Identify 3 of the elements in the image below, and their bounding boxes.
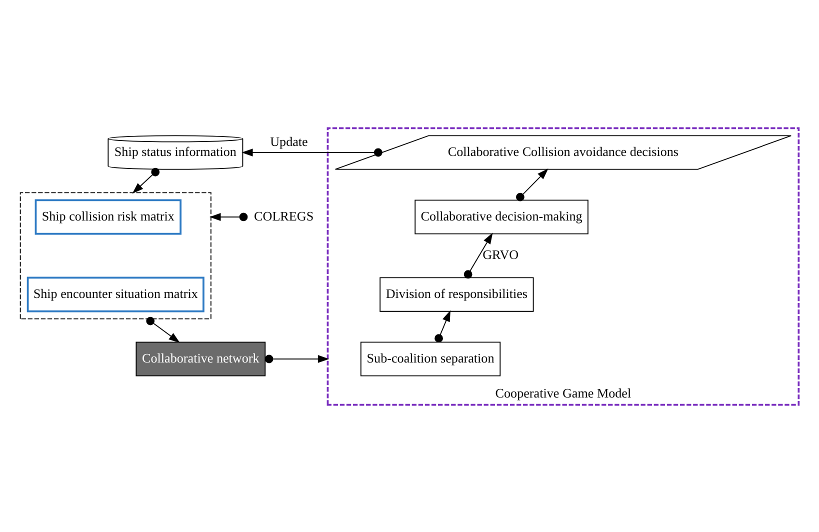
edge-label: GRVO — [482, 246, 519, 262]
edge-label: Update — [270, 134, 308, 149]
node-text: COLREGS — [254, 208, 314, 223]
